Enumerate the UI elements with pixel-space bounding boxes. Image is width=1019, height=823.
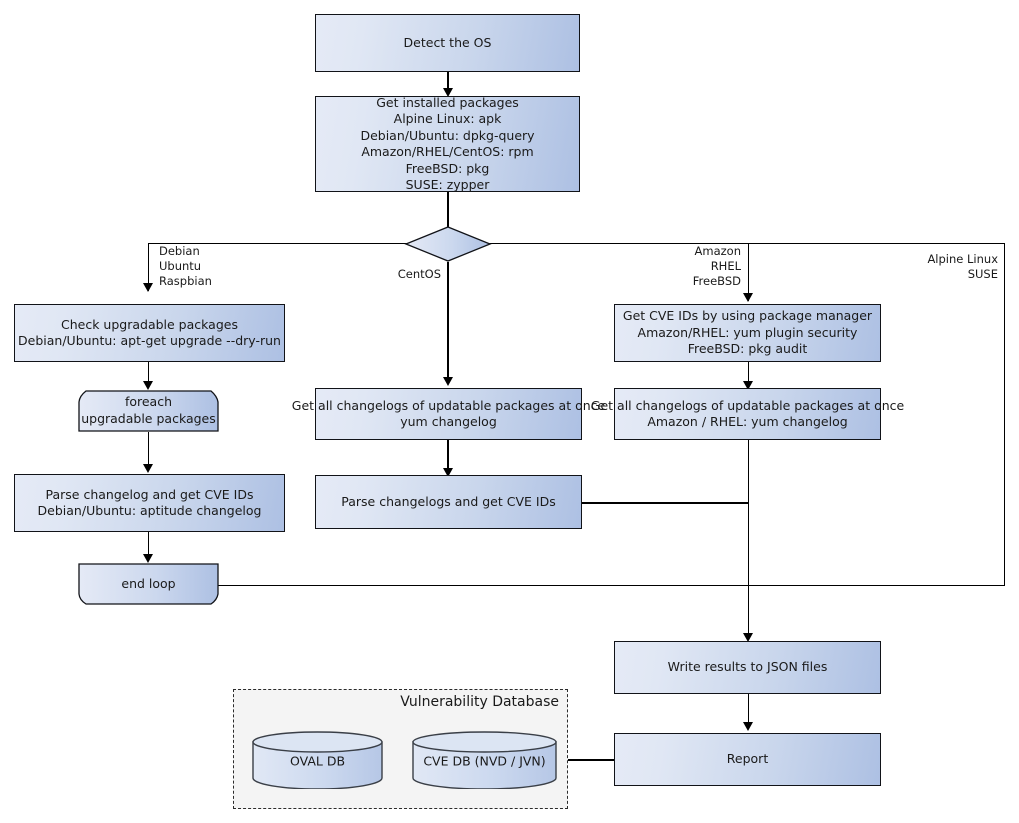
arrowhead-centos-changelog: [442, 377, 453, 386]
arrowhead-parse-changelogs-centos: [442, 468, 453, 477]
node-detect-os-label: Detect the OS: [403, 34, 492, 50]
line-1: Get CVE IDs by using package manager: [622, 308, 873, 324]
node-check-upgradable-text: Check upgradable packages Debian/Ubuntu:…: [18, 317, 281, 350]
line-4: Amazon/RHEL/CentOS: rpm: [361, 144, 534, 159]
line-1: foreach: [124, 394, 173, 409]
line-2: Alpine Linux: apk: [393, 111, 502, 126]
node-parse-changelog-debian-text: Parse changelog and get CVE IDs Debian/U…: [38, 487, 262, 520]
database-cve-db[interactable]: CVE DB (NVD / JVN): [411, 731, 558, 789]
node-report[interactable]: Report: [614, 733, 881, 786]
node-detect-os[interactable]: Detect the OS: [315, 14, 580, 72]
node-report-label: Report: [726, 751, 769, 767]
line-6: SUSE: zypper: [405, 177, 490, 192]
node-get-cve-ids-pkgmgr-text: Get CVE IDs by using package manager Ama…: [623, 308, 872, 358]
line-1: Get installed packages: [376, 94, 519, 110]
connector-alpine-down: [1003, 242, 1005, 586]
node-foreach-loop-text: foreach upgradable packages: [78, 389, 219, 432]
line-2: Amazon/RHEL: yum plugin security: [637, 324, 858, 340]
connector-write-to-report: [747, 694, 749, 726]
node-get-cve-ids-pkgmgr[interactable]: Get CVE IDs by using package manager Ama…: [614, 304, 881, 362]
line-2: Debian/Ubuntu: apt-get upgrade --dry-run: [18, 333, 281, 348]
connector-cve-to-changelog-rhel: [747, 362, 749, 388]
edge-label-amazon: Amazon RHEL FreeBSD: [692, 244, 741, 288]
line-2: Amazon / RHEL: yum changelog: [647, 414, 848, 429]
node-get-changelogs-rhel-text: Get all changelogs of updatable packages…: [591, 398, 904, 431]
arrowhead-packages: [442, 88, 453, 97]
node-get-installed-packages[interactable]: Get installed packages Alpine Linux: apk…: [315, 95, 580, 194]
arrowhead-report: [742, 722, 753, 731]
arrowhead-get-cve-ids: [742, 293, 753, 302]
node-get-changelogs-rhel[interactable]: Get all changelogs of updatable packages…: [591, 388, 904, 440]
arrowhead-parse-changelog: [143, 464, 154, 473]
arrowhead-foreach: [143, 381, 154, 390]
line-3: FreeBSD: pkg audit: [687, 341, 808, 357]
connector-amazon-down: [747, 242, 749, 301]
line-1: Get all changelogs of updatable packages…: [590, 397, 905, 413]
node-end-loop-text: end loop: [78, 563, 219, 606]
line-2: Debian/Ubuntu: aptitude changelog: [37, 503, 262, 518]
connector-alpine-merge: [747, 584, 1005, 586]
connector-centos-merge: [582, 502, 749, 504]
connector-db-to-report: [568, 759, 615, 761]
node-check-upgradable[interactable]: Check upgradable packages Debian/Ubuntu:…: [14, 304, 285, 362]
connector-packages-to-decision: [447, 192, 449, 229]
node-get-changelogs-centos-text: Get all changelogs of updatable packages…: [292, 398, 605, 431]
node-get-installed-packages-text: Get installed packages Alpine Linux: apk…: [360, 95, 534, 194]
edge-label-alpine: Alpine Linux SUSE: [927, 252, 998, 281]
node-os-decision[interactable]: [404, 225, 492, 262]
vulnerability-database-title: Vulnerability Database: [400, 694, 559, 710]
connector-centos-changelog-to-parse: [447, 440, 449, 474]
connector-check-to-foreach: [148, 362, 150, 388]
connector-branch-bus: [148, 242, 1005, 244]
database-cve-db-label: CVE DB (NVD / JVN): [423, 753, 546, 769]
arrowhead-end-loop: [143, 554, 154, 563]
node-parse-changelogs-centos-label: Parse changelogs and get CVE IDs: [341, 493, 556, 509]
line-2: upgradable packages: [81, 410, 216, 426]
line-1: Get all changelogs of updatable packages…: [291, 397, 606, 413]
arrowhead-write-results: [742, 633, 753, 642]
edge-label-debian: Debian Ubuntu Raspbian: [159, 244, 212, 288]
database-oval-db[interactable]: OVAL DB: [251, 731, 384, 789]
line-2: yum changelog: [400, 414, 497, 429]
node-end-loop[interactable]: end loop: [78, 563, 219, 606]
line-1: Check upgradable packages: [61, 316, 238, 332]
line-1: end loop: [121, 576, 176, 592]
connector-foreach-to-parse: [148, 432, 150, 470]
node-parse-changelogs-centos[interactable]: Parse changelogs and get CVE IDs: [315, 475, 582, 529]
node-foreach-loop[interactable]: foreach upgradable packages: [78, 389, 219, 432]
connector-merge-to-write: [747, 440, 749, 640]
connector-centos-down: [447, 262, 449, 384]
connector-debian-down: [148, 242, 150, 291]
node-write-results[interactable]: Write results to JSON files: [614, 641, 881, 694]
connector-detect-to-packages: [447, 72, 449, 95]
node-write-results-label: Write results to JSON files: [667, 659, 828, 675]
connector-parse-to-endloop: [148, 532, 150, 560]
node-get-changelogs-centos[interactable]: Get all changelogs of updatable packages…: [292, 388, 605, 440]
database-oval-db-label: OVAL DB: [289, 753, 346, 769]
line-1: Parse changelog and get CVE IDs: [45, 486, 254, 502]
line-3: Debian/Ubuntu: dpkg-query: [360, 127, 535, 143]
arrowhead-changelog-rhel: [742, 381, 753, 390]
edge-label-centos: CentOS: [397, 267, 441, 281]
line-5: FreeBSD: pkg: [405, 160, 490, 176]
connector-endloop-merge: [218, 584, 748, 586]
node-parse-changelog-debian[interactable]: Parse changelog and get CVE IDs Debian/U…: [14, 474, 285, 532]
arrowhead-check-upgradable: [143, 283, 154, 292]
